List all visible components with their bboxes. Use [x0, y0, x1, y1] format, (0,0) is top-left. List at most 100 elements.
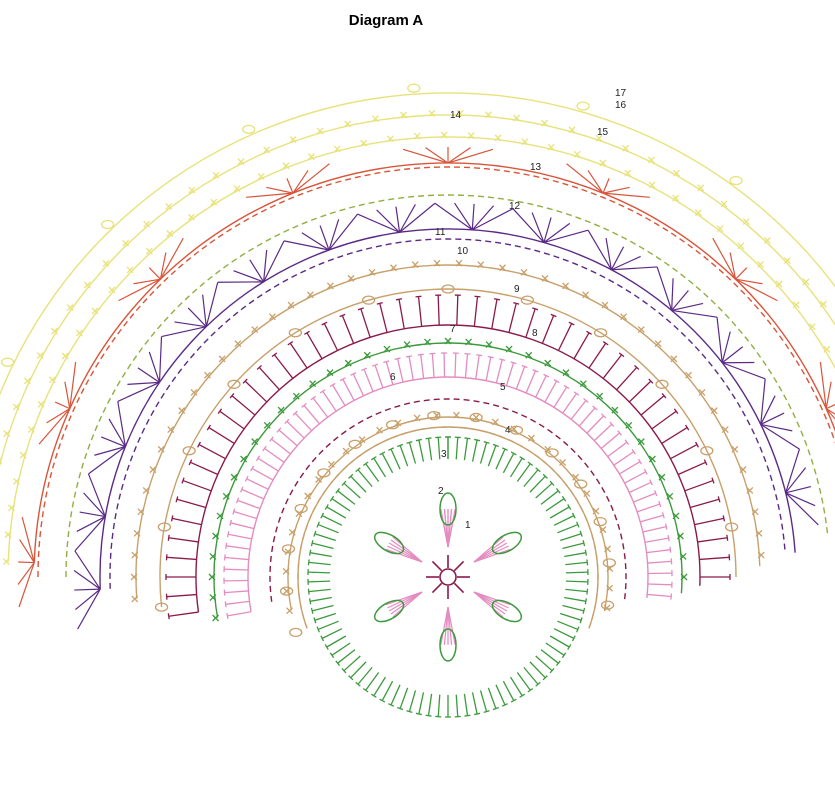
round-9-stitch-top — [726, 534, 729, 541]
round-14b-fan-stitch — [729, 252, 737, 280]
round-16-stitch — [400, 111, 407, 119]
round-17-picot — [407, 83, 421, 93]
round-9-stitch — [602, 354, 623, 379]
round-3-stitch-top — [571, 635, 576, 642]
round-8-stitch — [596, 392, 604, 400]
round-5-stitch — [286, 607, 293, 615]
round-5-stitch — [583, 490, 591, 498]
round-11-stitch — [268, 313, 276, 321]
round-9-stitch-top — [532, 307, 539, 311]
round-12b-fan-stitch — [721, 331, 731, 363]
round-7-stitch-top — [244, 475, 249, 482]
round-15-stitch — [808, 323, 816, 331]
round-3-stitch — [314, 533, 336, 542]
round-10-picot — [227, 379, 241, 389]
round-3-stitch-top — [310, 540, 314, 547]
round-5-stitch — [491, 418, 499, 426]
round-7-stitch-top — [406, 355, 413, 358]
round-9-stitch — [690, 498, 720, 509]
round-9-stitch — [661, 427, 688, 445]
round-7-stitch-top — [670, 593, 673, 600]
round-12b-fan-stitch — [117, 401, 126, 447]
round-3-stitch-top — [370, 693, 377, 698]
round-9-stitch — [417, 296, 423, 327]
round-3-stitch-top — [510, 698, 517, 703]
round-11-stitch — [582, 291, 590, 299]
round-9-stitch-top — [717, 496, 721, 503]
round-12b-fan-stitch — [88, 446, 126, 475]
round-9-stitch — [491, 299, 498, 329]
round-14b-fan-stitch — [447, 147, 471, 164]
round-12b — [73, 202, 819, 630]
round-7-stitch-top — [464, 352, 471, 355]
round-3-stitch — [312, 604, 334, 612]
round-9-stitch — [172, 517, 202, 526]
round-14b-fan-stitch — [64, 381, 71, 409]
round-3-stitch-top — [341, 480, 347, 486]
round-3-stitch-top — [584, 598, 588, 605]
round-9-stitch — [273, 354, 294, 379]
round-3-stitch — [321, 628, 343, 639]
round-4-picot — [289, 627, 303, 638]
round-3-stitch — [427, 693, 433, 716]
round-9-stitch-top — [415, 295, 422, 298]
round-3-stitch-top — [329, 495, 335, 502]
round-10-picot — [182, 446, 196, 456]
round-12b-fan-stitch — [785, 485, 812, 494]
round-7-stitch — [278, 429, 298, 447]
round-3-stitch — [549, 635, 570, 648]
round-8-stitch — [344, 359, 352, 367]
round-12b-fan-stitch — [301, 232, 330, 251]
round-9-stitch-top — [673, 408, 679, 415]
round-3-stitch-top — [501, 703, 508, 707]
round-3-stitch-top — [584, 549, 588, 556]
round-14b-fan-stitch — [286, 178, 294, 194]
round-9-stitch-top — [634, 364, 640, 370]
round-9-stitch — [166, 556, 197, 561]
round-3-stitch — [317, 620, 339, 631]
round-7-stitch-top — [226, 531, 230, 538]
round-3-stitch-top — [586, 559, 589, 566]
round-15-stitch — [573, 150, 581, 158]
round-16-stitch — [12, 403, 20, 411]
round-label-17: 17 — [615, 88, 627, 99]
round-9-stitch — [694, 517, 724, 526]
round-3-stitch — [312, 542, 334, 550]
round-7-stitch — [264, 447, 285, 463]
round-3-stitch — [308, 571, 331, 574]
round-3-stitch-top — [567, 504, 572, 510]
round-3-stitch-top — [501, 447, 508, 451]
round-10-picot — [441, 284, 455, 294]
round-label-1: 1 — [465, 520, 471, 531]
round-15-stitch — [233, 185, 241, 193]
round-12b-fan-stitch — [760, 412, 785, 425]
round-7-stitch-top — [310, 395, 316, 401]
round-3-stitch — [399, 445, 409, 467]
round-3-stitch — [326, 506, 347, 519]
round-3-stitch-top — [341, 668, 347, 674]
round-3-stitch — [390, 684, 401, 706]
round-7-stitch — [515, 366, 526, 390]
round-label-11: 11 — [435, 227, 446, 238]
round-9-stitch-top — [175, 496, 179, 503]
round-12b-fan-stitch — [785, 492, 819, 526]
round-3-stitch — [418, 692, 425, 715]
round-3-stitch — [487, 445, 497, 467]
round-7-stitch — [640, 514, 664, 523]
round-12b-fan-stitch — [760, 423, 800, 450]
round-12b-fan-stitch — [610, 246, 625, 271]
round-3-stitch — [479, 442, 488, 464]
round-15-stitch — [282, 162, 290, 170]
round-12-arc — [109, 238, 786, 589]
round-12b-fan-stitch — [263, 240, 285, 283]
round-5-stitch — [283, 587, 291, 595]
round-1-spoke — [453, 560, 465, 572]
round-11-stitch — [433, 259, 441, 267]
round-11-stitch — [746, 486, 754, 494]
round-9-stitch — [677, 461, 706, 476]
round-14 — [37, 166, 835, 578]
round-3-stitch-top — [464, 714, 471, 717]
round-3-stitch-top — [370, 456, 377, 461]
round-15-stitch — [440, 131, 448, 139]
round-11-arc — [135, 264, 761, 599]
